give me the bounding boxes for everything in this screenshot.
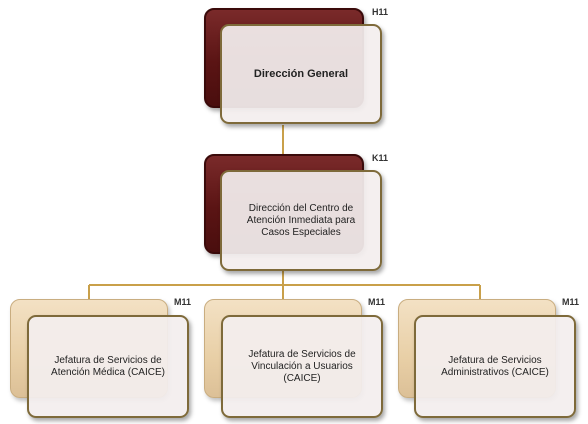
node-liaison-title: Jefatura de Servicios de Vinculación a U…: [221, 315, 383, 418]
node-center-code: K11: [372, 153, 389, 163]
node-medical-title: Jefatura de Servicios de Atención Médica…: [27, 315, 189, 418]
node-admin-title: Jefatura de Servicios Administrativos (C…: [414, 315, 576, 418]
node-director-title: Dirección General: [220, 24, 382, 124]
node-center-title: Dirección del Centro de Atención Inmedia…: [220, 170, 382, 271]
node-admin-code: M11: [562, 297, 580, 307]
node-liaison-code: M11: [368, 297, 386, 307]
node-medical-code: M11: [174, 297, 192, 307]
node-director-code: H11: [372, 7, 389, 17]
